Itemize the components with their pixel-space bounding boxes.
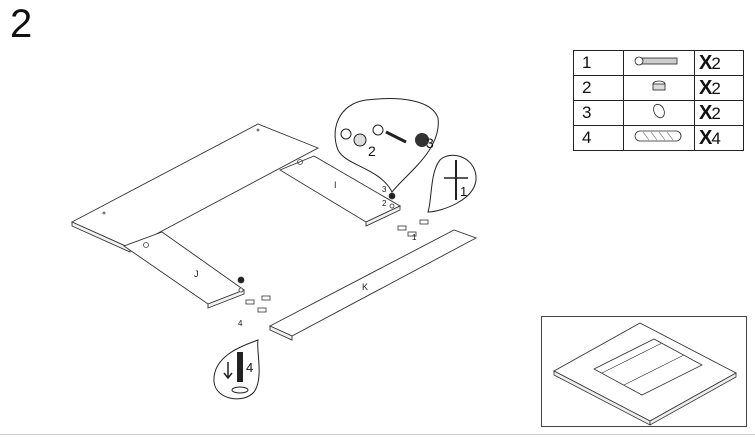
cam-lock-nut-icon	[353, 133, 367, 147]
parts-row: 3 X2	[573, 100, 744, 126]
parts-row: 2 X2	[573, 75, 744, 101]
dowel-hole-icon	[231, 386, 249, 394]
panel-i-label: I	[334, 180, 337, 190]
near-panel-j-number: 4	[238, 319, 243, 328]
parts-row: 4 X4	[573, 125, 744, 151]
top-detail-number-a: 2	[368, 143, 376, 159]
part-number: 4	[573, 125, 624, 151]
quantity-value: 2	[711, 103, 721, 123]
detail-bubble-cam-lock: 2 3	[334, 98, 439, 193]
panel-j	[123, 231, 245, 305]
page-divider	[0, 434, 755, 435]
quantity-value: 2	[711, 53, 721, 73]
cam-bolt-icon	[623, 50, 695, 76]
bottom-detail-number: 4	[246, 360, 253, 375]
arrow-down-icon	[223, 362, 233, 380]
part-quantity: X2	[694, 75, 744, 101]
right-detail-number: 1	[460, 184, 467, 199]
parts-list-table: 1 X2 2 X2 3 X2 4 X4	[573, 50, 744, 151]
wooden-dowel-icon	[623, 125, 695, 151]
top-detail-number-b: 3	[426, 135, 434, 151]
panel-k	[268, 229, 478, 337]
quantity-multiplier: X	[699, 76, 712, 99]
near-panel-i-lower-number: 2	[382, 199, 387, 208]
quantity-multiplier: X	[699, 126, 712, 149]
quantity-value: 2	[711, 78, 721, 98]
panel-back	[70, 123, 320, 249]
panel-k-label: K	[362, 282, 368, 292]
quantity-multiplier: X	[699, 101, 712, 124]
cam-icon	[415, 133, 429, 147]
quantity-multiplier: X	[699, 51, 712, 74]
near-panel-i-upper-number: 3	[382, 185, 387, 194]
part-quantity: X4	[694, 125, 744, 151]
part-quantity: X2	[694, 50, 744, 76]
frame-panels	[70, 123, 478, 341]
panel-k-edge	[269, 325, 293, 341]
quantity-value: 4	[711, 128, 721, 148]
assembly-drawing: I J K 3 2 1 4 2 3 1 4	[70, 98, 478, 400]
part-quantity: X2	[694, 100, 744, 126]
panel-i-edge	[365, 205, 401, 227]
panel-holes	[102, 128, 303, 248]
cam-lock-nut-icon	[623, 75, 695, 101]
panel-j-label: J	[194, 269, 199, 279]
detail-bubble-dowel: 4	[213, 339, 260, 400]
panel-j-edge	[207, 289, 245, 309]
cam-lock-screw-icon	[340, 128, 352, 140]
dowel-markers	[237, 192, 429, 313]
washer-icon	[623, 100, 695, 126]
assembled-frame-drawing	[553, 322, 737, 426]
panel-back-edge	[71, 221, 131, 253]
part-number: 1	[573, 50, 624, 76]
assembled-overview	[541, 316, 747, 427]
screw-head-icon	[372, 124, 384, 136]
step-number: 2	[10, 2, 33, 46]
part-number: 2	[573, 75, 624, 101]
part-number: 3	[573, 100, 624, 126]
near-panel-k-number: 1	[412, 233, 417, 242]
parts-row: 1 X2	[573, 50, 744, 76]
screwdriver-icon	[385, 130, 407, 144]
detail-bubble-bolt: 1	[427, 154, 477, 213]
panel-labels: I J K 3 2 1 4	[194, 180, 417, 328]
